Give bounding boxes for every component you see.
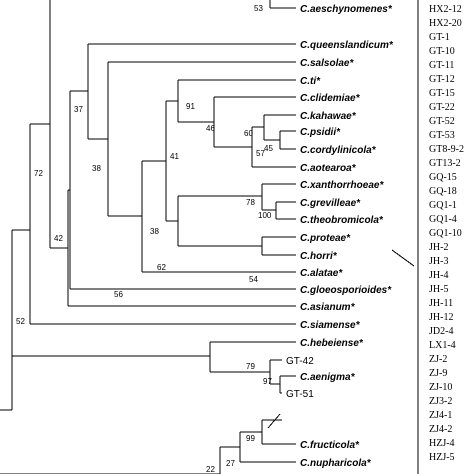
strain-label: ZJ4-1 — [429, 410, 452, 421]
strain-label: HZJ-5 — [429, 452, 455, 463]
strain-label: GQ1-4 — [429, 214, 457, 225]
strain-label: GT-15 — [429, 88, 455, 99]
strain-label: GT13-2 — [429, 158, 461, 169]
strain-label: HZJ-4 — [429, 438, 455, 449]
taxon-label: C.fructicola* — [300, 440, 360, 451]
taxon-label: C.alatae* — [300, 268, 343, 279]
taxon-label: C.xanthorrhoeae* — [300, 180, 384, 191]
strain-label: HX2-12 — [429, 4, 462, 15]
taxon-label: C.proteae* — [300, 233, 351, 244]
strain-label: JD2-4 — [429, 326, 453, 337]
taxon-label: C.hebeiense* — [300, 338, 364, 349]
strain-label: GT-11 — [429, 60, 454, 71]
strain-label: ZJ4-2 — [429, 424, 452, 435]
bootstrap-value: 52 — [16, 317, 25, 326]
taxon-label: C.kahawae* — [300, 111, 357, 122]
bootstrap-value: 56 — [114, 290, 123, 299]
strain-label: HX2-20 — [429, 18, 462, 29]
strain-label: JH-2 — [429, 242, 448, 253]
taxon-label: C.aotearoa* — [300, 163, 357, 174]
bootstrap-value: 54 — [249, 275, 258, 284]
strain-label: LX1-4 — [429, 340, 456, 351]
strain-label: ZJ3-2 — [429, 396, 452, 407]
strain-label: JH-12 — [429, 312, 453, 323]
strain-label: GT-22 — [429, 102, 455, 113]
strain-label: GQ1-1 — [429, 200, 457, 211]
strain-label: ZJ-2 — [429, 354, 447, 365]
strain-label: JH-11 — [429, 298, 453, 309]
strain-label: GQ-18 — [429, 186, 457, 197]
bootstrap-value: 72 — [34, 169, 43, 178]
tick-mark-bracket — [391, 249, 415, 267]
strain-label: GT8-9-2 — [429, 144, 464, 155]
bootstrap-value: 41 — [170, 152, 179, 161]
strain-label: JH-3 — [429, 256, 448, 267]
bootstrap-value: 99 — [246, 434, 255, 443]
strain-label: GT-1 — [429, 32, 450, 43]
bootstrap-value: 62 — [157, 263, 166, 272]
taxon-label: C.gloeosporioides* — [300, 285, 392, 296]
bootstrap-value: 22 — [206, 465, 215, 474]
taxon-label: C.ti* — [300, 76, 321, 87]
bootstrap-value: 45 — [264, 144, 273, 153]
tree-branches — [0, 0, 419, 474]
bootstrap-value: 60 — [244, 129, 253, 138]
strain-label: GT-12 — [429, 74, 455, 85]
bootstrap-value: 38 — [92, 164, 101, 173]
strain-label: GT-10 — [429, 46, 455, 57]
strain-label: GT-53 — [429, 130, 455, 141]
strain-in-tree-label: GT-42 — [286, 356, 314, 367]
bootstrap-value: 37 — [74, 105, 83, 114]
bootstrap-value: 38 — [150, 227, 159, 236]
bootstrap-value: 100 — [258, 211, 272, 220]
strain-label: ZJ-10 — [429, 382, 452, 393]
strain-list: HX2-12 HX2-20 GT-1 GT-10 GT-11 GT-12 GT-… — [429, 4, 464, 463]
taxon-label: C.queenslandicum* — [300, 40, 394, 51]
strain-label: GQ-15 — [429, 172, 457, 183]
strain-label: GQ1-10 — [429, 228, 462, 239]
taxon-label: C.psidii* — [300, 127, 341, 138]
taxon-label: C.horri* — [300, 251, 338, 262]
taxon-label: C.nupharicola* — [300, 458, 372, 469]
strain-label: GT-52 — [429, 116, 455, 127]
bootstrap-labels: 53 37 91 46 60 45 57 41 38 78 100 38 62 … — [16, 4, 273, 474]
bootstrap-value: 53 — [254, 4, 263, 13]
strain-label: JH-4 — [429, 270, 448, 281]
taxon-labels: C.aeschynomenes* C.queenslandicum* C.sal… — [286, 4, 394, 469]
strain-label: ZJ-9 — [429, 368, 447, 379]
bootstrap-value: 57 — [256, 149, 265, 158]
strain-in-tree-label: GT-51 — [286, 389, 314, 400]
taxon-label: C.theobromicola* — [300, 215, 384, 226]
taxon-label: C.cordylinicola* — [300, 145, 377, 156]
taxon-label: C.aeschynomenes* — [300, 4, 393, 15]
taxon-label: C.grevilleae* — [300, 198, 361, 209]
bootstrap-value: 79 — [246, 362, 255, 371]
bootstrap-value: 91 — [186, 102, 195, 111]
taxon-label: C.asianum* — [300, 302, 356, 313]
taxon-label: C.salsolae* — [300, 58, 354, 69]
bootstrap-value: 97 — [263, 377, 272, 386]
bootstrap-value: 42 — [54, 234, 63, 243]
tick-mark-upper — [267, 413, 281, 429]
taxon-label: C.siamense* — [300, 320, 361, 331]
taxon-label: C.clidemiae* — [300, 93, 361, 104]
taxon-label: C.aenigma* — [300, 372, 356, 383]
bootstrap-value: 78 — [246, 198, 255, 207]
bootstrap-value: 27 — [226, 459, 235, 468]
bootstrap-value: 46 — [206, 124, 215, 133]
strain-label: JH-5 — [429, 284, 448, 295]
